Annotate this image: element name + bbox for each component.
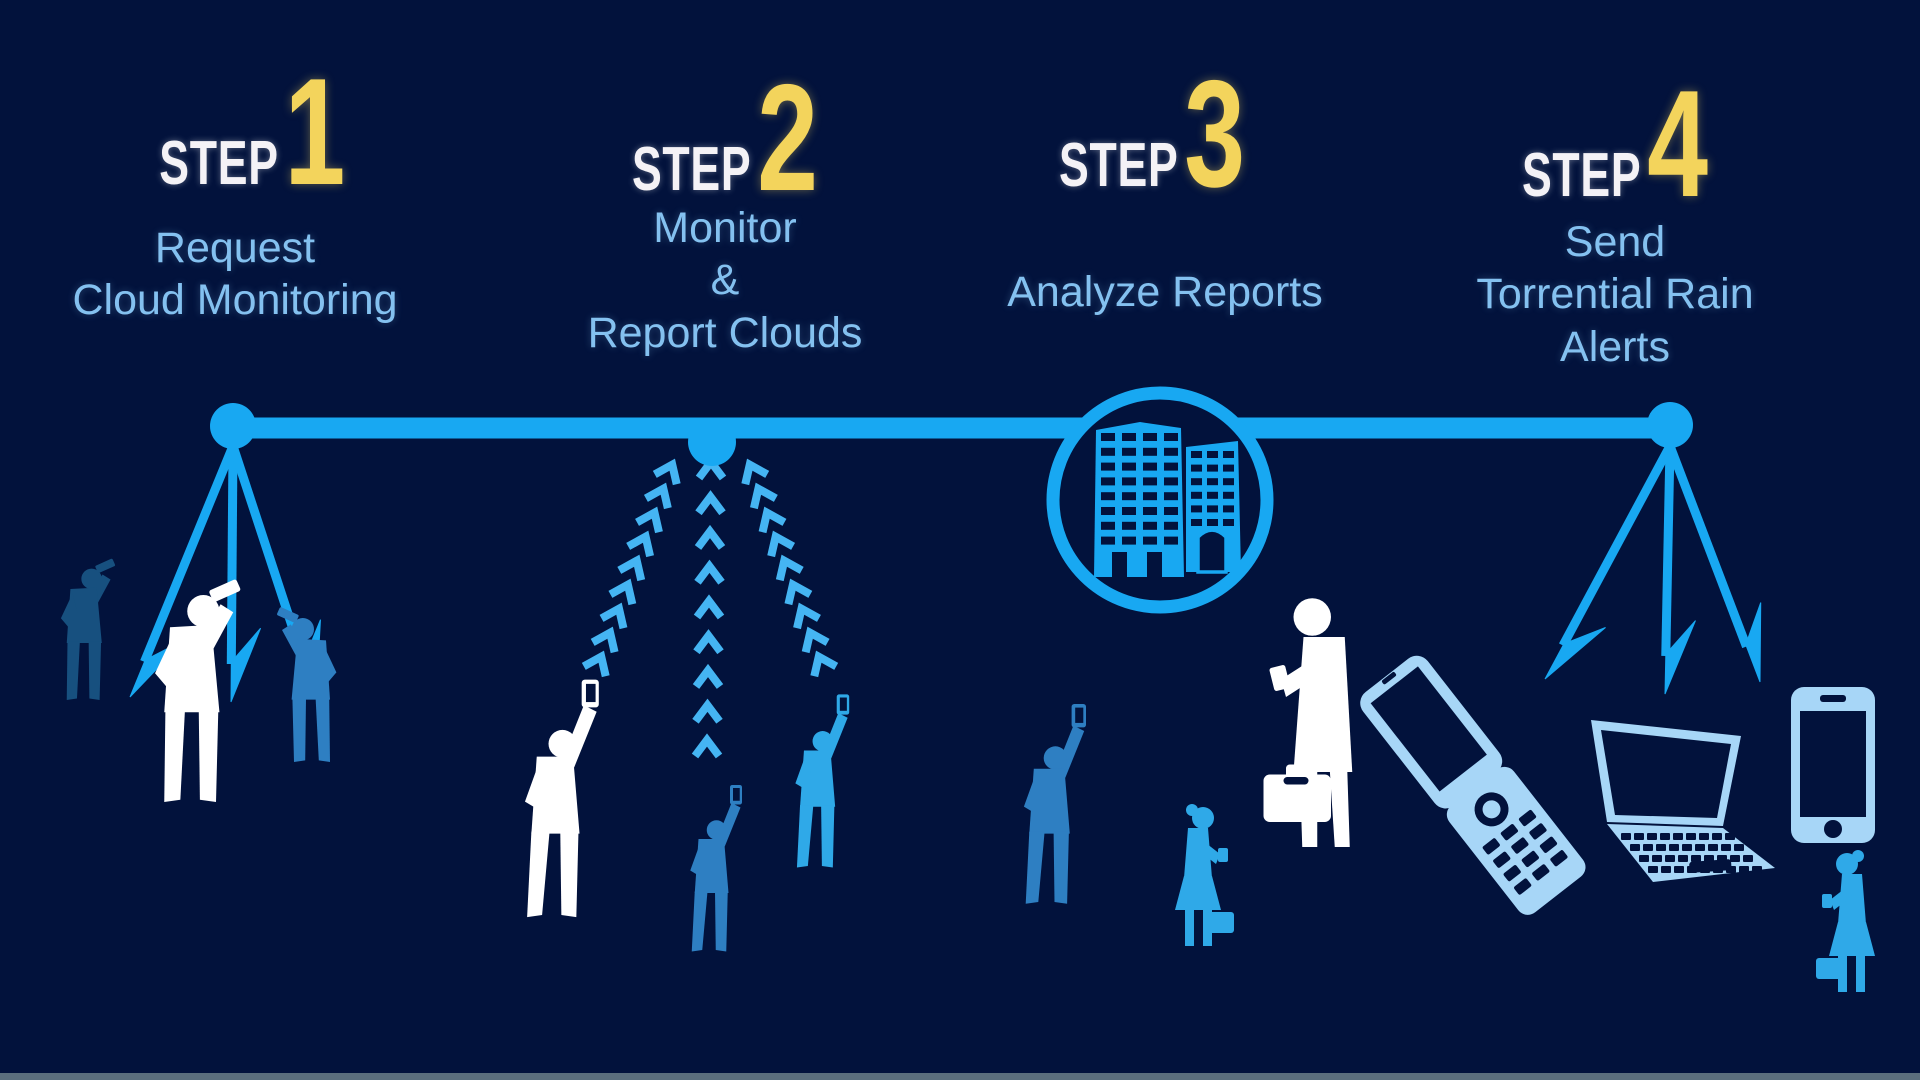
- phone-reading-person-icon: [1263, 598, 1353, 847]
- step-number: 4: [1647, 59, 1709, 229]
- woman-phone-person-icon: [1816, 850, 1875, 992]
- step-3-title: Analyze Reports: [985, 266, 1345, 318]
- title-line: Torrential Rain: [1476, 270, 1754, 319]
- step-1-title: Request Cloud Monitoring: [55, 222, 415, 327]
- step-3-block: STEP 3 Analyze Reports: [985, 49, 1345, 318]
- phone-up-person-icon: [690, 785, 742, 952]
- step-4-heading: STEP 4: [1485, 59, 1744, 229]
- hq-building-icon: [1046, 386, 1274, 614]
- binoculars-person-icon: [60, 558, 116, 700]
- up-chevron-stream-icon: [581, 455, 839, 759]
- title-line: Monitor: [653, 204, 797, 252]
- step-number: 3: [1184, 49, 1246, 219]
- phone-up-person-icon: [1023, 704, 1086, 904]
- step-2-block: STEP 2 Monitor & Report Clouds: [545, 53, 905, 359]
- title-line: Analyze Reports: [1007, 268, 1323, 316]
- title-line: Send: [1564, 218, 1666, 266]
- down-alert-arrow-icon: [129, 443, 1762, 703]
- woman-phone-person-icon: [1175, 804, 1234, 946]
- binoculars-person-icon: [276, 606, 337, 762]
- title-line: Request: [154, 224, 316, 272]
- step-label: STEP: [159, 129, 279, 198]
- title-line: &: [710, 256, 740, 305]
- step-label: STEP: [1058, 131, 1179, 200]
- laptop-icon: [1591, 720, 1775, 882]
- title-line: Cloud Monitoring: [72, 276, 398, 325]
- step-3-heading: STEP 3: [1022, 49, 1281, 219]
- footer-strip: [0, 1073, 1920, 1080]
- title-line: Report Clouds: [587, 308, 863, 357]
- step-number: 1: [284, 47, 346, 217]
- timeline-node-icon: [210, 402, 1693, 466]
- smartphone-icon: [1791, 687, 1875, 843]
- flip-phone-icon: [1360, 655, 1586, 915]
- step-1-heading: STEP 1: [123, 47, 382, 217]
- step-label: STEP: [1521, 141, 1642, 210]
- step-label: STEP: [631, 135, 752, 204]
- step-4-block: STEP 4 Send Torrential Rain Alerts: [1435, 59, 1795, 373]
- step-number: 2: [757, 53, 819, 223]
- step-2-heading: STEP 2: [595, 53, 854, 223]
- phone-up-person-icon: [795, 694, 850, 868]
- title-line: Alerts: [1560, 322, 1670, 371]
- phone-up-person-icon: [524, 679, 599, 918]
- step-2-title: Monitor & Report Clouds: [545, 202, 905, 359]
- step-1-block: STEP 1 Request Cloud Monitoring: [55, 47, 415, 327]
- step-4-title: Send Torrential Rain Alerts: [1435, 216, 1795, 373]
